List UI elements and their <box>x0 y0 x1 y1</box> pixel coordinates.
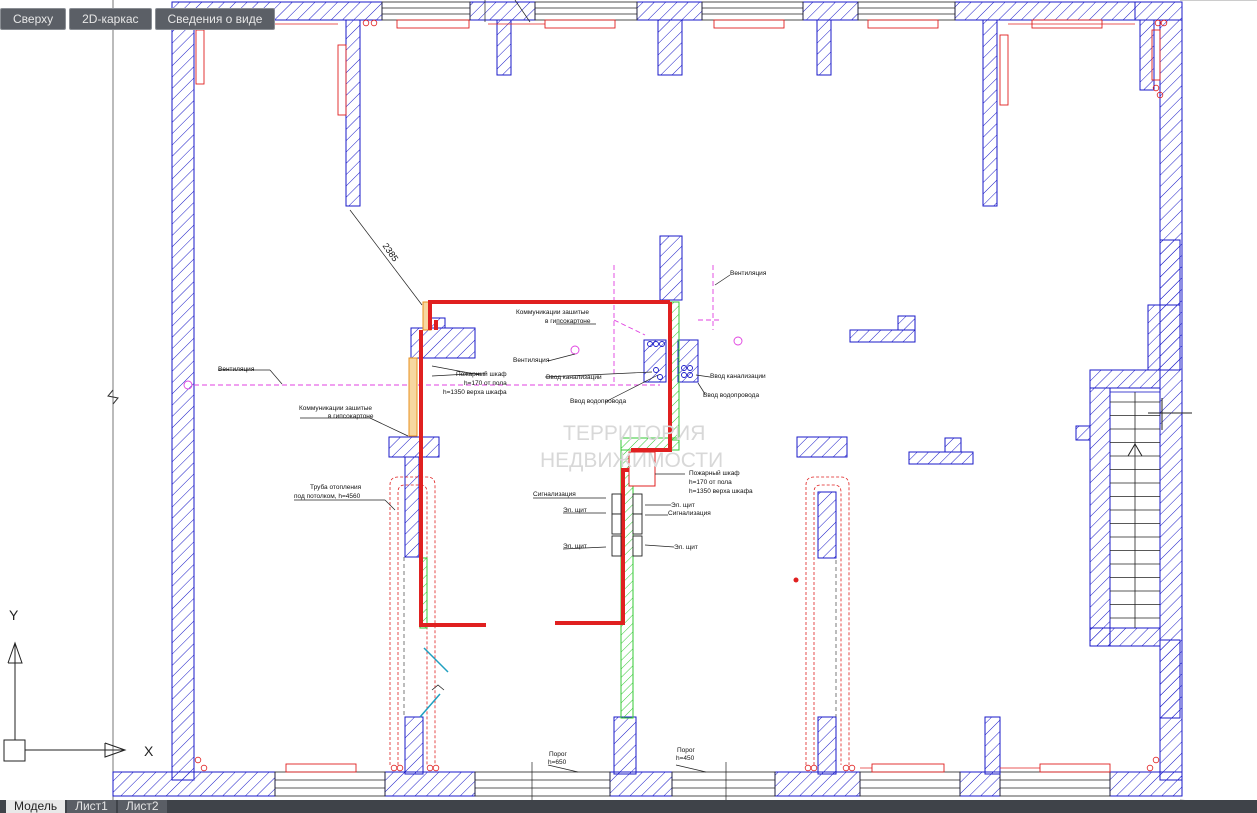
utility-symbols <box>647 341 693 380</box>
label-comm-left-1: Коммуникации зашитые <box>299 405 372 412</box>
label-fire-cab-right-1: Пожарный шкаф <box>689 469 740 477</box>
heating-pipe-loops <box>389 476 850 765</box>
viewport-controls: Сверху 2D-каркас Сведения о виде <box>0 8 276 30</box>
leader-lines <box>218 0 731 800</box>
label-ventilation-left: Вентиляция <box>218 366 255 373</box>
label-signal-left: Сигнализация <box>533 491 576 498</box>
label-el-panel-l1: Эл. щит <box>563 507 587 514</box>
label-fire-cab-right-2: h=170 от пола <box>689 479 732 486</box>
tab-model[interactable]: Модель <box>6 800 66 813</box>
watermark-line-1: ТЕРРИТОРИЯ <box>563 422 705 445</box>
gypsum-board <box>408 357 418 437</box>
valve <box>1152 756 1160 764</box>
fire-cabinet-right <box>628 451 656 487</box>
pipe-valves <box>194 19 1168 772</box>
label-sewer-left: Ввод канализации <box>546 374 602 381</box>
label-comm-top-2: в гипсокартоне <box>545 318 591 325</box>
radiators <box>195 19 1161 773</box>
label-el-panel-r2: Эл. щит <box>674 544 698 551</box>
view-top-button[interactable]: Сверху <box>0 8 67 30</box>
valve <box>842 764 850 772</box>
valve <box>370 19 378 27</box>
label-el-panel-l2: Эл. щит <box>563 543 587 550</box>
valve <box>426 764 434 772</box>
valve <box>432 764 440 772</box>
windows-bottom <box>274 771 1111 797</box>
valve <box>200 764 208 772</box>
valve <box>1152 84 1160 92</box>
interior-walls <box>345 19 1181 775</box>
tab-sheet-1[interactable]: Лист1 <box>67 800 116 813</box>
label-comm-top-1: Коммуникации зашитые <box>516 309 589 316</box>
label-fire-cab-left-2: h=170 от пола <box>464 380 507 387</box>
valve <box>848 764 856 772</box>
label-threshold-l1: Порог <box>549 751 568 758</box>
break-mark <box>107 389 119 405</box>
axis-y-label: Y <box>9 607 19 623</box>
red-point <box>793 577 799 583</box>
outer-walls <box>112 1 1183 797</box>
label-signal-right: Сигнализация <box>668 510 711 517</box>
valve <box>1160 19 1168 27</box>
label-water-right: Ввод водопровода <box>703 392 759 399</box>
watermark-line-2: НЕДВИЖИМОСТИ <box>540 449 723 472</box>
label-threshold-r1: Порог <box>677 747 696 754</box>
label-fire-cab-right-3: h=1350 верха шкафа <box>689 488 753 495</box>
door <box>419 647 449 718</box>
valve <box>194 756 202 764</box>
valve <box>1146 764 1154 772</box>
stair-arrow <box>1127 398 1192 457</box>
label-fire-cab-left-3: h=1350 верха шкафа <box>443 389 507 396</box>
valve <box>390 764 398 772</box>
valve <box>1154 19 1162 27</box>
label-ventilation-mid: Вентиляция <box>513 357 550 364</box>
electrical-panels <box>611 493 643 557</box>
watermark: ТЕРРИТОРИЯ НЕДВИЖИМОСТИ <box>540 422 723 472</box>
ventilation-lines <box>194 265 720 386</box>
view-info-button[interactable]: Сведения о виде <box>154 8 276 30</box>
visual-style-button[interactable]: 2D-каркас <box>69 8 152 30</box>
label-ventilation-top: Вентиляция <box>730 270 767 277</box>
axis-x-label: X <box>144 743 154 759</box>
door-swing <box>431 684 445 691</box>
ucs-axis-icon <box>3 641 127 762</box>
label-el-panel-r1: Эл. щит <box>671 502 695 509</box>
valve <box>1156 91 1164 99</box>
label-comm-left-2: в гипсокартоне <box>328 413 374 420</box>
stair-steps <box>1110 401 1160 619</box>
dashed-guide-lines <box>403 557 837 717</box>
label-threshold-r2: h=450 <box>676 755 695 762</box>
label-pipe-1: Труба отопления <box>310 483 362 491</box>
valve <box>396 764 404 772</box>
label-water-left: Ввод водопровода <box>570 398 626 405</box>
label-sewer-right: Ввод канализации <box>710 373 766 380</box>
dimension-label: 2385 <box>381 241 401 263</box>
valve <box>362 19 370 27</box>
valve <box>804 764 812 772</box>
layout-tabs-bar: Модель Лист1 Лист2 <box>0 800 1257 813</box>
annotation-labels: Вентиляция Коммуникации зашитые в гипсок… <box>218 241 767 766</box>
valve <box>810 764 818 772</box>
label-threshold-l2: h=650 <box>548 759 567 766</box>
label-fire-cab-left-1: Пожарный шкаф <box>456 370 507 378</box>
tab-sheet-2[interactable]: Лист2 <box>117 800 167 813</box>
label-pipe-2: под потолком, h=4560 <box>294 493 361 500</box>
